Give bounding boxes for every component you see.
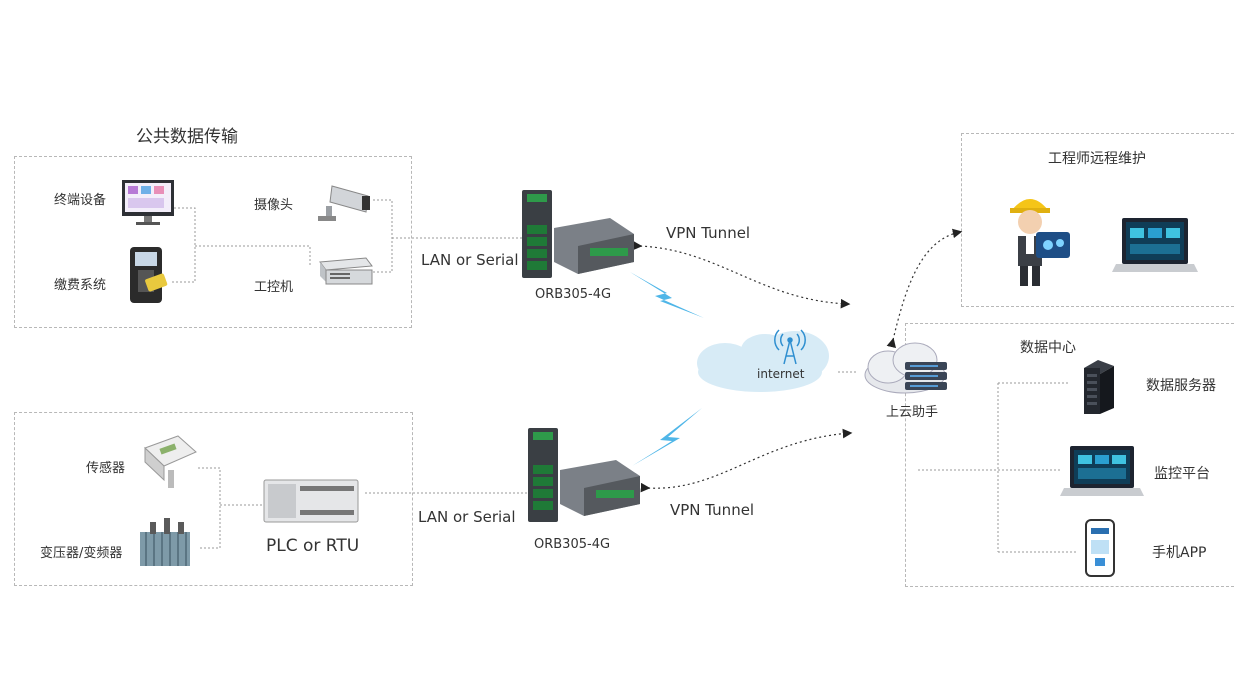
monitor-icon: [122, 180, 174, 225]
antenna-icon: [774, 329, 806, 365]
dc-label-monitor: 监控平台: [1154, 466, 1210, 482]
internet-label: internet: [757, 367, 805, 381]
wireless-signal-bottom: [632, 408, 702, 466]
plc-label: PLC or RTU: [266, 536, 360, 556]
internet-cloud: [697, 331, 829, 392]
industrial-pc-icon: [319, 257, 373, 285]
wireless-signal-top: [630, 272, 704, 318]
link-label-vpn-top: VPN Tunnel: [666, 224, 751, 242]
public-group-title: 公共数据传输: [136, 127, 238, 147]
server-icon: [1084, 360, 1114, 414]
link-label-lan-top: LAN or Serial: [421, 251, 519, 269]
laptop-icon: [1112, 218, 1198, 272]
device-label-terminal: 终端设备: [54, 193, 107, 208]
router-top-icon: [522, 190, 634, 278]
link-label-lan-bottom: LAN or Serial: [418, 508, 516, 526]
device-label-transformer: 变压器/变频器: [40, 546, 123, 561]
router-bottom-icon: [528, 428, 640, 522]
engineer-group: [961, 133, 1234, 307]
link-label-vpn-bottom: VPN Tunnel: [670, 501, 755, 519]
monitoring-laptop-icon: [1060, 446, 1144, 496]
device-label-camera: 摄像头: [254, 198, 294, 213]
phone-icon: [1085, 519, 1115, 577]
router-label-bottom: ORB305-4G: [534, 537, 611, 552]
device-label-ipc: 工控机: [254, 280, 294, 295]
device-label-payment: 缴费系统: [54, 278, 107, 293]
device-label-sensor: 传感器: [86, 461, 126, 476]
field-device-group: [14, 412, 413, 586]
camera-icon: [318, 185, 370, 221]
data-center-group: [905, 323, 1234, 587]
plc-icon: [263, 479, 359, 523]
data-center-title: 数据中心: [1020, 340, 1076, 356]
public-data-group: [14, 156, 412, 328]
cloud-assistant-label: 上云助手: [886, 405, 939, 420]
cloud-server-icon: [864, 342, 947, 394]
pos-terminal-icon: [130, 247, 168, 303]
transformer-icon: [140, 518, 190, 566]
engineer-group-title: 工程师远程维护: [1048, 151, 1146, 167]
dc-label-server: 数据服务器: [1146, 378, 1216, 394]
dc-label-app: 手机APP: [1152, 545, 1207, 561]
sensor-icon: [144, 435, 197, 488]
engineer-icon: [1010, 199, 1070, 286]
router-label-top: ORB305-4G: [535, 287, 612, 302]
